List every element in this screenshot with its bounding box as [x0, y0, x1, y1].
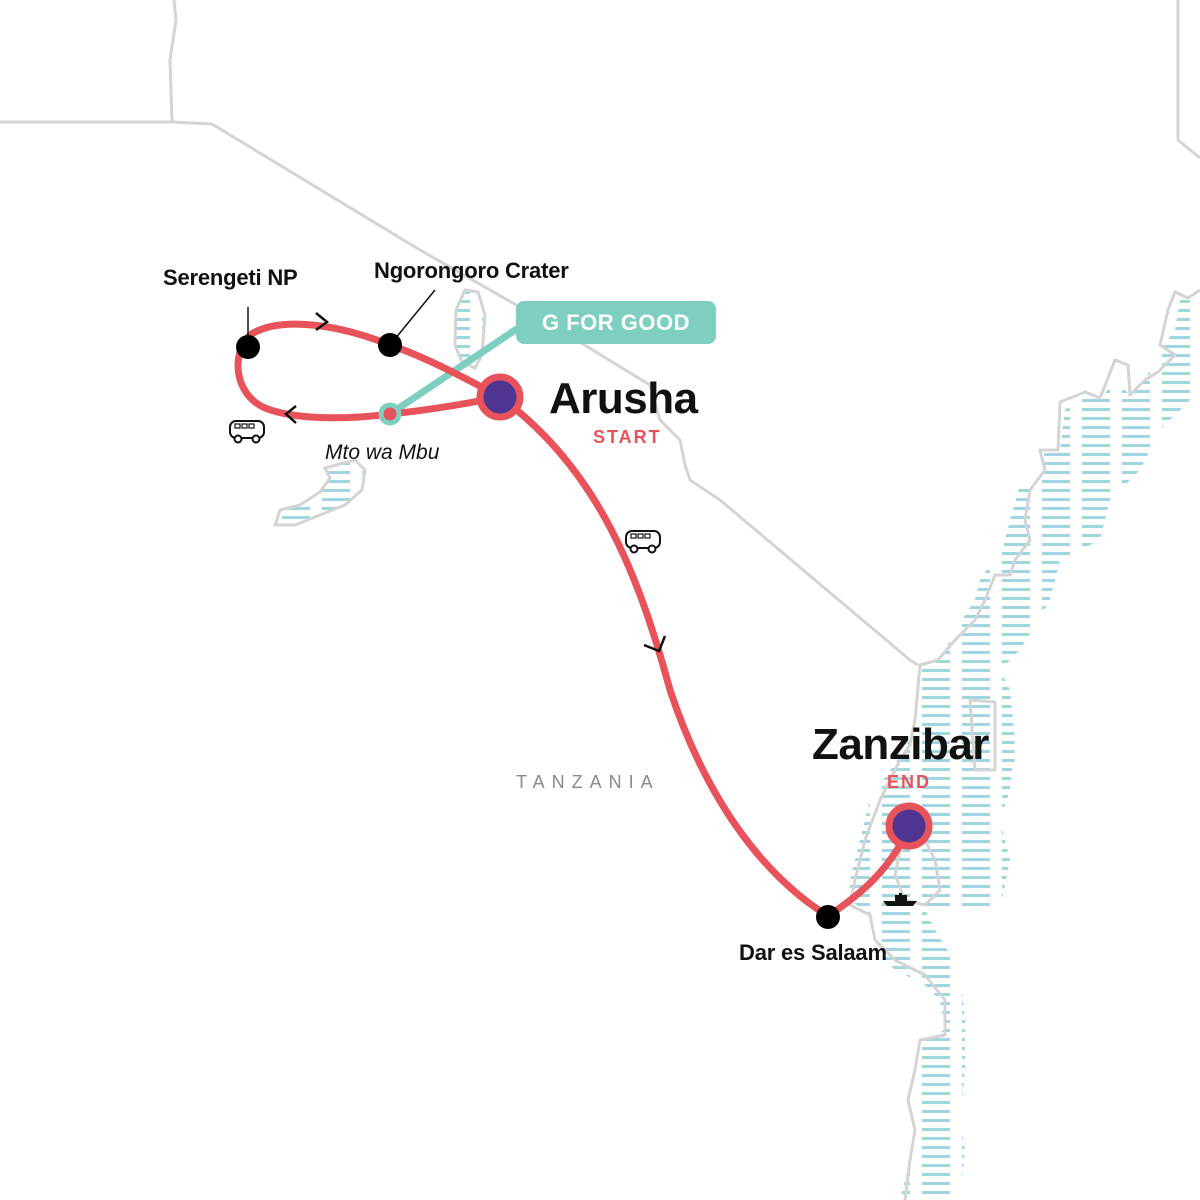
arrow-down-icon — [643, 635, 667, 653]
stop-dot-ngorongoro[interactable] — [378, 333, 402, 357]
boat-icon — [883, 893, 917, 906]
bus-icon — [625, 530, 661, 554]
label-arusha: Arusha — [549, 374, 698, 423]
start-tag: START — [593, 427, 662, 447]
end-tag: END — [887, 772, 932, 792]
g-for-good-connector — [388, 317, 532, 417]
arrow-left-icon — [284, 405, 297, 424]
label-zanzibar: Zanzibar — [812, 720, 989, 769]
g-for-good-badge[interactable]: G FOR GOOD — [516, 301, 716, 344]
route-loop — [234, 320, 502, 422]
lakes — [272, 288, 487, 527]
route-arusha-dar — [497, 394, 830, 919]
label-dar-es-salaam: Dar es Salaam — [739, 940, 887, 965]
stop-dot-dar-es-salaam[interactable] — [816, 905, 840, 929]
start-marker-arusha[interactable] — [476, 373, 524, 421]
arrow-right-icon — [315, 312, 330, 332]
country-label: TANZANIA — [516, 772, 660, 792]
label-serengeti: Serengeti NP — [163, 265, 298, 290]
stop-dot-serengeti[interactable] — [236, 335, 260, 359]
end-marker-zanzibar[interactable] — [885, 802, 933, 850]
direction-arrows — [284, 312, 667, 653]
stop-dot-mto-wa-mbu[interactable] — [378, 402, 402, 426]
label-ngorongoro: Ngorongoro Crater — [374, 258, 569, 283]
bus-icon — [229, 420, 265, 444]
label-mto-wa-mbu: Mto wa Mbu — [325, 441, 440, 464]
